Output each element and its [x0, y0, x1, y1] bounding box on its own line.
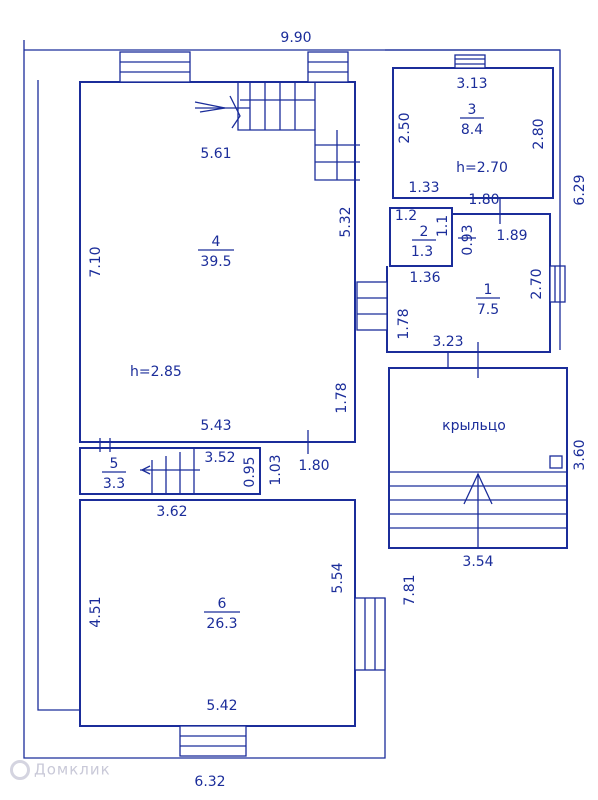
room-5-walls	[79, 447, 261, 495]
room-4-number: 4	[212, 234, 221, 250]
door-ticks	[99, 198, 501, 454]
staircase-room-5	[140, 448, 200, 494]
room-2-area: 1.3	[411, 244, 433, 260]
room-1-dim-top: 1.36	[409, 270, 440, 286]
room-4-dim-top: 5.61	[200, 146, 231, 162]
room-4-dim-right: 5.32	[338, 206, 354, 237]
room-6-dim-bottom: 5.42	[206, 698, 237, 714]
room-3-dim-top: 3.13	[456, 76, 487, 92]
window-room-3	[454, 54, 486, 69]
room-1-dim-bottom: 3.23	[432, 334, 463, 350]
window-room-6-right	[354, 597, 386, 671]
watermark: Домклик	[10, 760, 111, 780]
room-4-walls	[79, 81, 356, 443]
porch-label: крыльцо	[442, 418, 506, 434]
window-bottom	[179, 725, 247, 757]
room-5-area: 3.3	[103, 476, 125, 492]
room-6-walls	[79, 499, 356, 727]
room-6-dim-right: 5.54	[330, 562, 346, 593]
room-1-number: 1	[484, 282, 493, 298]
window-room-1	[549, 265, 566, 303]
room-2-dim-top: 1.2	[395, 208, 417, 224]
watermark-text: Домклик	[34, 760, 111, 779]
room-3-dim-door: 1.89	[496, 228, 527, 244]
room-5-dim-side: 1.03	[268, 454, 284, 485]
dim-top-width: 9.90	[280, 30, 311, 46]
room-5-dim-right: 0.95	[242, 456, 258, 487]
dim-lower-right-height: 7.81	[402, 574, 418, 605]
room-6-dim-left: 4.51	[88, 596, 104, 627]
room-5-dim-door: 1.80	[298, 458, 329, 474]
room-3-dim-right: 2.80	[531, 118, 547, 149]
room-2-dim-side: 0.93	[460, 224, 476, 255]
domclick-logo-icon	[10, 760, 30, 780]
room-3-dim-left: 2.50	[397, 112, 413, 143]
room-6-area: 26.3	[206, 616, 237, 632]
room-1-dim-right: 2.70	[529, 268, 545, 299]
room-1-dim-left: 1.78	[396, 308, 412, 339]
room-3-number: 3	[468, 102, 477, 118]
room-3-dim-bottom-right: 1.80	[468, 192, 499, 208]
room-2-number: 2	[420, 224, 429, 240]
room-1-area: 7.5	[477, 302, 499, 318]
dim-right-height: 6.29	[572, 174, 588, 205]
window-top-middle	[307, 51, 349, 83]
room-4-dim-left: 7.10	[88, 246, 104, 277]
window-top-left	[119, 51, 191, 83]
room-6-number: 6	[218, 596, 227, 612]
staircase-upper	[194, 82, 360, 181]
dim-bottom-width: 6.32	[194, 774, 225, 790]
room-2-dim-right: 1.1	[435, 215, 451, 237]
room-3-height: h=2.70	[456, 160, 508, 176]
room-3-dim-bottom-left: 1.33	[408, 180, 439, 196]
dim-porch-height: 3.60	[572, 439, 588, 470]
site-boundary	[23, 49, 561, 759]
room-4-height: h=2.85	[130, 364, 182, 380]
door-room-4-to-1	[356, 281, 388, 331]
porch-steps	[389, 455, 567, 548]
room-4-dim-bottom: 5.43	[200, 418, 231, 434]
porch-width: 3.54	[462, 554, 493, 570]
room-5-dim-bottom: 3.62	[156, 504, 187, 520]
room-4-dim-right-lower: 1.78	[334, 382, 350, 413]
room-5-number: 5	[110, 456, 119, 472]
room-5-dim-top: 3.52	[204, 450, 235, 466]
room-4-area: 39.5	[200, 254, 231, 270]
room-3-area: 8.4	[461, 122, 483, 138]
